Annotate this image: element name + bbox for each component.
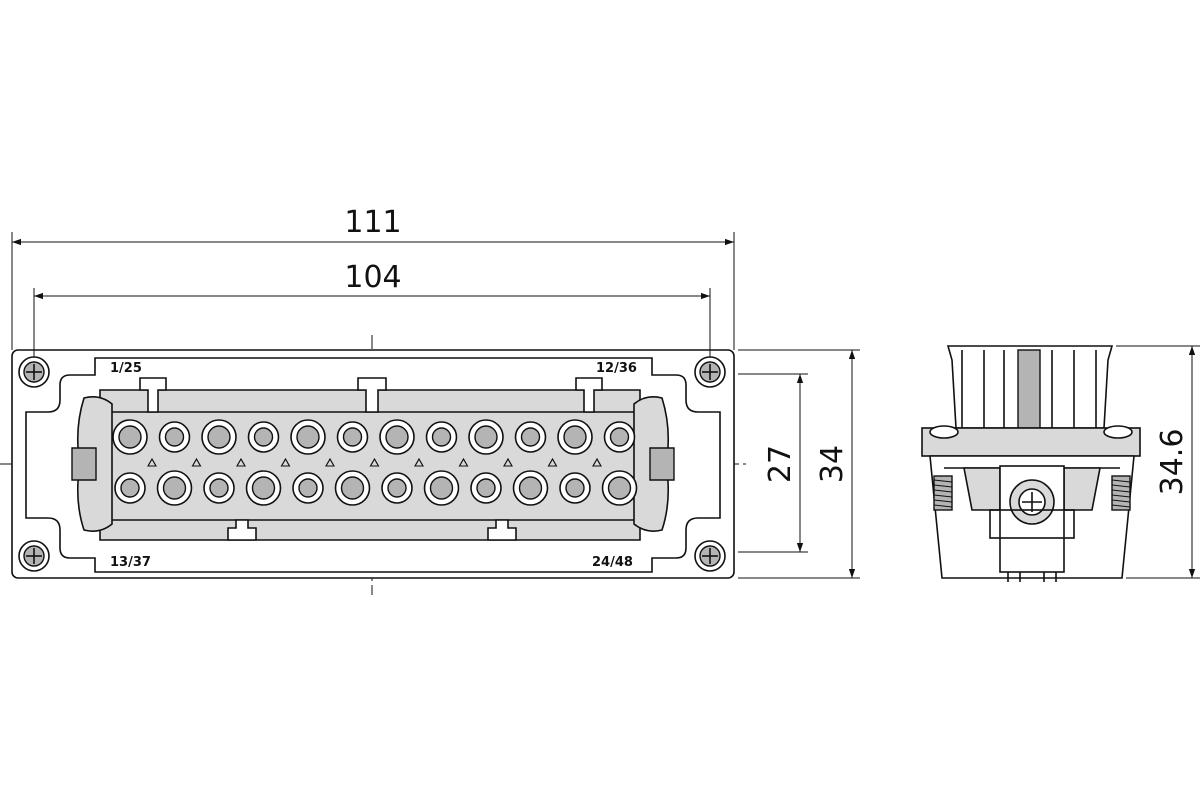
latch-right-clip <box>649 447 675 481</box>
side-threads <box>933 479 1131 508</box>
coding-mark <box>147 457 157 467</box>
screw-bottom-left <box>18 540 50 572</box>
thread-line <box>1111 499 1131 503</box>
contact-pin <box>251 476 276 500</box>
pin-label-top-right: 12/36 <box>596 361 637 376</box>
front-view: 1/25 12/36 13/37 24/48 111 104 27 34 <box>0 205 860 595</box>
side-pins <box>1007 572 1057 582</box>
side-screw-head-right <box>1103 425 1133 439</box>
pin-label-bottom-right: 24/48 <box>592 555 633 570</box>
contact-pin <box>429 476 454 500</box>
frame-inner-outline <box>25 357 721 573</box>
contact-pin <box>207 425 231 449</box>
contact-pin <box>476 478 496 498</box>
coding-mark <box>414 457 424 467</box>
dim-overall-width: 111 <box>344 205 401 240</box>
thread-line <box>1111 479 1131 483</box>
side-terminal-clamp <box>989 509 1075 539</box>
side-top-ribs <box>961 350 1097 428</box>
dim-side-height: 34.6 <box>1155 429 1190 496</box>
dim-screw-spacing: 104 <box>344 260 401 295</box>
contact-pin <box>298 478 318 498</box>
contact-pin <box>385 425 409 449</box>
coding-tab-bottom-right <box>487 519 517 541</box>
thread-line <box>1111 484 1131 488</box>
thread-line <box>933 494 953 498</box>
thread-line <box>1111 494 1131 498</box>
coding-mark <box>458 457 469 467</box>
contact-pin <box>296 425 320 449</box>
screw-bottom-right <box>694 540 726 572</box>
thread-line <box>933 499 953 503</box>
thread-line <box>933 489 953 493</box>
thread-line <box>1111 504 1131 508</box>
coding-mark <box>503 457 513 467</box>
dim-inner-height: 27 <box>763 445 798 483</box>
contact-pin <box>387 478 407 498</box>
contact-pin <box>342 427 363 447</box>
coding-tab-bottom-left <box>227 519 257 541</box>
contact-pin <box>209 478 229 498</box>
contact-pin <box>118 425 142 449</box>
contact-pin <box>607 476 632 500</box>
pin-label-top-left: 1/25 <box>110 361 142 376</box>
coding-mark <box>280 457 291 467</box>
contact-pin <box>120 478 140 498</box>
coding-mark <box>325 457 335 467</box>
side-screw-head-left <box>929 425 959 439</box>
contact-grid <box>112 419 638 506</box>
contact-pin <box>253 427 274 447</box>
thread-line <box>1111 489 1131 493</box>
coding-mark <box>236 457 246 467</box>
coding-mark <box>369 457 380 467</box>
pin-label-bottom-left: 13/37 <box>110 555 151 570</box>
contact-pin <box>520 427 541 447</box>
coding-mark <box>592 457 602 467</box>
latch-left-clip <box>71 447 97 481</box>
coding-mark <box>547 457 558 467</box>
coding-tab-top-right <box>575 377 603 413</box>
contact-pin <box>609 427 630 447</box>
contact-pin <box>340 476 365 500</box>
dim-body-height: 34 <box>815 445 850 483</box>
contact-pin <box>162 476 187 500</box>
coding-tab-top-left <box>139 377 167 413</box>
coding-tab-top-center <box>357 377 387 413</box>
contact-pin <box>518 476 543 500</box>
contact-pin <box>474 425 498 449</box>
side-top-center-slot <box>1017 349 1041 429</box>
contact-pin <box>565 478 585 498</box>
coding-mark <box>191 457 202 467</box>
thread-line <box>933 484 953 488</box>
side-view: 34.6 <box>921 345 1200 582</box>
contact-pin <box>431 427 452 447</box>
screw-top-left <box>18 356 50 388</box>
thread-line <box>933 504 953 508</box>
contact-pin <box>164 427 185 447</box>
screw-top-right <box>694 356 726 388</box>
contact-pin <box>563 425 587 449</box>
thread-line <box>933 479 953 483</box>
